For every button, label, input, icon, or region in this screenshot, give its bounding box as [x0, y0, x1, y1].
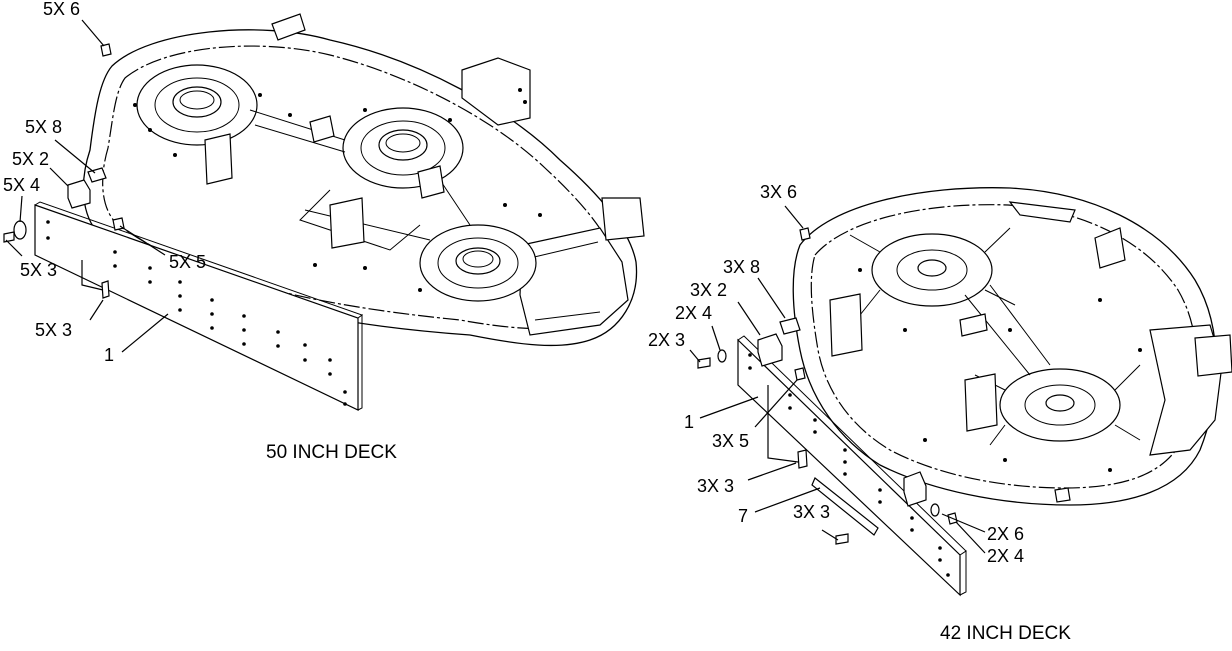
callout-2x4-lower: 2X 4: [987, 546, 1024, 566]
title-42-inch-deck: 42 INCH DECK: [940, 623, 1071, 644]
bolt-5x3: [3, 231, 15, 243]
callout-labels: 5X 6 5X 8 5X 2 5X 4 5X 5 5X 3 5X 3 1 50 …: [3, 0, 1071, 644]
nut-3x6: [799, 227, 811, 241]
spindle-left-50: [136, 64, 258, 146]
deck-bracket-top-42: [1094, 227, 1126, 269]
title-50-inch-deck: 50 INCH DECK: [266, 442, 397, 463]
callout-5x8: 5X 8: [25, 117, 62, 137]
callout-5x4: 5X 4: [3, 175, 40, 195]
callout-3x5: 3X 5: [712, 431, 749, 451]
callout-5x2: 5X 2: [12, 149, 49, 169]
callout-3x3-upper: 3X 3: [697, 476, 734, 496]
nut-5x6: [100, 43, 112, 57]
callout-3x3-lower: 3X 3: [793, 502, 830, 522]
deck-mount-bracket-b-50: [329, 197, 365, 249]
callout-5x3-upper: 5X 3: [20, 260, 57, 280]
deck-inner-outline-42: [810, 204, 1198, 489]
callout-3x8: 3X 8: [723, 257, 760, 277]
deck-bracket-right-50: [461, 57, 531, 126]
nut-3x5: [794, 367, 806, 381]
deck-bracket-rear-50: [601, 197, 645, 241]
spacer-block-42: [779, 317, 801, 335]
bolt-3x3: [797, 449, 808, 469]
spindle-right-50: [419, 224, 537, 302]
washer-5x4: [13, 220, 27, 240]
bumper-bracket-50: [67, 179, 91, 209]
callout-3x6: 3X 6: [760, 182, 797, 202]
bolt-5x3-lower: [101, 280, 110, 299]
washer-2x4: [717, 349, 727, 363]
deck-mount-bracket-b-42: [964, 373, 998, 432]
leaders-50: [5, 19, 169, 353]
deck-50-inch: [3, 13, 645, 411]
bumper-bracket-lower-42: [903, 471, 927, 507]
callout-2x4-upper: 2X 4: [675, 303, 712, 323]
leaders-42: [689, 205, 986, 554]
callout-3x2: 3X 2: [690, 280, 727, 300]
callout-7: 7: [738, 506, 748, 526]
discharge-chute-50: [519, 227, 629, 336]
spindle-center-50: [342, 107, 464, 189]
spindle-left-42: [849, 227, 1016, 316]
callout-1-right: 1: [684, 412, 694, 432]
deck-mount-bracket-a-50: [204, 133, 233, 185]
callout-2x3: 2X 3: [648, 330, 685, 350]
deck-mount-bracket-a-42: [829, 293, 863, 357]
callout-5x5: 5X 5: [169, 252, 206, 272]
deck-bracket-rear-42: [1194, 334, 1232, 377]
reinforcement-plate-7: [811, 477, 879, 536]
callout-5x3-lower: 5X 3: [35, 320, 72, 340]
callout-2x6: 2X 6: [987, 524, 1024, 544]
deck-42-inch: [697, 187, 1232, 597]
callout-5x6: 5X 6: [43, 0, 80, 19]
bolt-3x3-lower: [835, 533, 849, 545]
washer-2x6: [930, 503, 940, 517]
bolt-2x3: [697, 357, 711, 369]
callout-1-left: 1: [104, 345, 114, 365]
bumper-bracket-42: [757, 333, 783, 367]
